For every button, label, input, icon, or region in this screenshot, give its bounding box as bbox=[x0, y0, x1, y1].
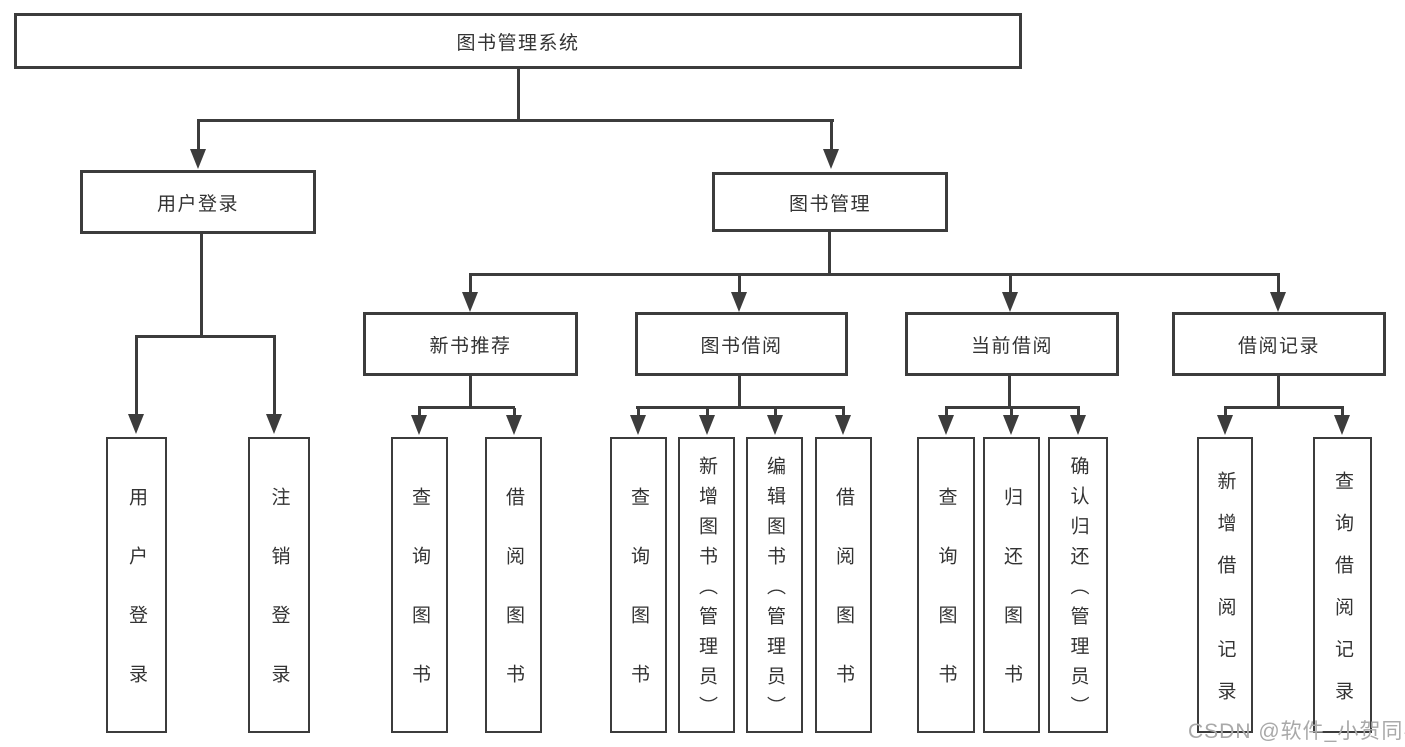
leaf-cb-query-books: 查询图书 bbox=[917, 437, 975, 733]
leaf-nb-borrow-books: 借阅图书 bbox=[485, 437, 542, 733]
leaf-bb-borrow-books: 借阅图书 bbox=[815, 437, 872, 733]
connector-user-login-stub bbox=[200, 234, 203, 335]
node-current-borrowing-label: 当前借阅 bbox=[970, 335, 1053, 357]
leaf-nb-query-books: 查询图书 bbox=[391, 437, 448, 733]
arrow-down-icon bbox=[699, 408, 715, 435]
node-current-borrowing: 当前借阅 bbox=[905, 312, 1119, 376]
leaf-cb-query-books-label: 查询图书 bbox=[935, 487, 957, 723]
leaf-user-login: 用户登录 bbox=[106, 437, 167, 733]
connector-new-book-stub bbox=[469, 376, 472, 406]
leaf-bb-edit-books-admin: 编辑图书（管理员） bbox=[746, 437, 803, 733]
arrow-down-icon bbox=[823, 121, 839, 169]
arrow-down-icon bbox=[767, 408, 783, 435]
leaf-nb-borrow-books-label: 借阅图书 bbox=[503, 487, 524, 723]
leaf-br-query-record-label: 查询借阅记录 bbox=[1332, 470, 1353, 723]
arrow-down-icon bbox=[835, 408, 851, 435]
node-book-borrowing: 图书借阅 bbox=[635, 312, 848, 376]
arrow-down-icon bbox=[266, 337, 282, 434]
node-book-borrowing-label: 图书借阅 bbox=[700, 335, 783, 357]
connector-book-borrowing-hline bbox=[636, 406, 845, 409]
arrow-down-icon bbox=[731, 275, 747, 312]
arrow-down-icon bbox=[630, 408, 646, 435]
arrow-down-icon bbox=[128, 337, 144, 434]
connector-borrowing-records-stub bbox=[1277, 376, 1280, 406]
leaf-br-add-record-label: 新增借阅记录 bbox=[1214, 470, 1236, 723]
arrow-down-icon bbox=[938, 408, 954, 435]
arrow-down-icon bbox=[1003, 408, 1019, 435]
leaf-bb-borrow-books-label: 借阅图书 bbox=[833, 487, 854, 723]
arrow-down-icon bbox=[1217, 408, 1233, 435]
node-borrowing-records: 借阅记录 bbox=[1172, 312, 1386, 376]
leaf-cb-confirm-return-admin-label: 确认归还（管理员） bbox=[1067, 455, 1089, 726]
arrow-down-icon bbox=[190, 121, 206, 169]
leaf-logout-label: 注销登录 bbox=[268, 487, 290, 723]
node-new-book-recommend: 新书推荐 bbox=[363, 312, 578, 376]
node-user-login-label: 用户登录 bbox=[156, 193, 239, 215]
leaf-nb-query-books-label: 查询图书 bbox=[409, 487, 430, 723]
leaf-cb-confirm-return-admin: 确认归还（管理员） bbox=[1048, 437, 1108, 733]
arrow-down-icon bbox=[411, 408, 427, 435]
arrow-down-icon bbox=[1270, 275, 1286, 312]
node-book-management-label: 图书管理 bbox=[788, 193, 871, 215]
leaf-bb-query-books-label: 查询图书 bbox=[628, 487, 649, 723]
connector-book-borrowing-stub bbox=[738, 376, 741, 406]
connector-user-login-hline bbox=[135, 335, 276, 338]
leaf-bb-query-books: 查询图书 bbox=[610, 437, 667, 733]
leaf-cb-return-books-label: 归还图书 bbox=[1001, 487, 1022, 723]
leaf-user-login-label: 用户登录 bbox=[126, 487, 147, 723]
arrow-down-icon bbox=[506, 408, 522, 435]
arrow-down-icon bbox=[1002, 275, 1018, 312]
leaf-br-query-record: 查询借阅记录 bbox=[1313, 437, 1372, 733]
node-library-system-label: 图书管理系统 bbox=[456, 32, 580, 54]
connector-borrowing-records-hline bbox=[1224, 406, 1344, 409]
connector-book-management-hline bbox=[469, 273, 1280, 276]
node-borrowing-records-label: 借阅记录 bbox=[1237, 335, 1320, 357]
leaf-br-add-record: 新增借阅记录 bbox=[1197, 437, 1253, 733]
connector-root-stub bbox=[517, 69, 520, 120]
leaf-cb-return-books: 归还图书 bbox=[983, 437, 1040, 733]
arrow-down-icon bbox=[1334, 408, 1350, 435]
node-library-system: 图书管理系统 bbox=[14, 13, 1022, 69]
connector-new-book-hline bbox=[418, 406, 515, 409]
arrow-down-icon bbox=[1070, 408, 1086, 435]
connector-root-hline bbox=[197, 119, 834, 122]
leaf-logout: 注销登录 bbox=[248, 437, 310, 733]
leaf-bb-add-books-admin: 新增图书（管理员） bbox=[678, 437, 735, 733]
csdn-watermark: CSDN @软件_小贺同学 bbox=[1188, 720, 1405, 743]
arrow-down-icon bbox=[462, 275, 478, 312]
connector-book-management-stub bbox=[828, 232, 831, 273]
connector-current-borrowing-hline bbox=[945, 406, 1080, 409]
node-book-management: 图书管理 bbox=[712, 172, 948, 232]
leaf-bb-add-books-admin-label: 新增图书（管理员） bbox=[696, 455, 717, 726]
node-new-book-recommend-label: 新书推荐 bbox=[429, 335, 512, 357]
leaf-bb-edit-books-admin-label: 编辑图书（管理员） bbox=[764, 455, 785, 726]
connector-current-borrowing-stub bbox=[1008, 376, 1011, 406]
node-user-login: 用户登录 bbox=[80, 170, 316, 234]
